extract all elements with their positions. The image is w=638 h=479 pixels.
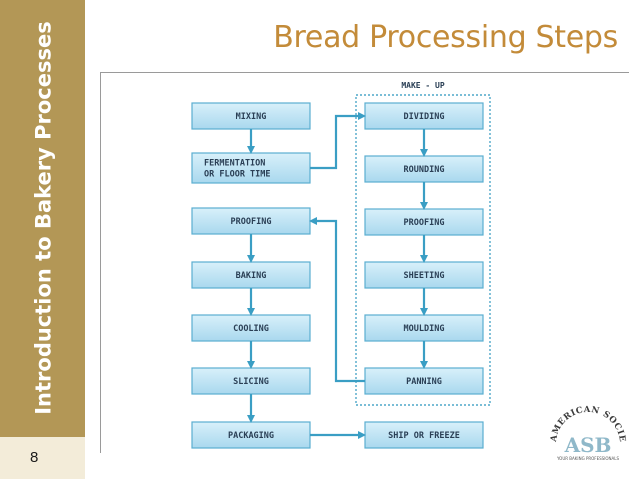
left-step-7: PACKAGING: [191, 421, 311, 449]
asb-logo: AMERICAN SOCIETY OF BAKING ASB YOUR BAKI…: [544, 392, 626, 461]
right-step-3: PROOFING: [364, 208, 484, 236]
left-step-5-label: COOLING: [233, 324, 269, 334]
left-step-7-box: [191, 421, 311, 449]
right-step-6-label: PANNING: [406, 377, 442, 387]
right-step-4-label: SHEETING: [404, 271, 445, 281]
right-step-5-label: MOULDING: [404, 324, 445, 334]
arrow-fermentation-dividing: [310, 112, 366, 170]
page-title: Bread Processing Steps: [273, 20, 618, 55]
left-step-7-label: PACKAGING: [228, 431, 274, 441]
right-step-2-label: ROUNDING: [404, 165, 445, 175]
ship-step: SHIP OR FREEZE: [364, 421, 484, 449]
slide-number: 8: [30, 449, 39, 466]
left-step-3-label: PROOFING: [231, 217, 272, 227]
right-step-5-box: [364, 314, 484, 342]
ship-step-box: [364, 421, 484, 449]
left-step-6: SLICING: [191, 367, 311, 395]
left-step-5: COOLING: [191, 314, 311, 342]
right-step-1-label: DIVIDING: [404, 112, 445, 122]
left-step-1-box: [191, 102, 311, 130]
right-step-4: SHEETING: [364, 261, 484, 289]
right-step-2: ROUNDING: [364, 155, 484, 183]
right-step-5: MOULDING: [364, 314, 484, 342]
right-step-6: PANNING: [364, 367, 484, 395]
logo-tagline: YOUR BAKING PROFESSIONALS: [556, 456, 620, 461]
makeup-region: [355, 94, 491, 406]
makeup-label: MAKE - UP: [401, 81, 445, 90]
arrow-panning-proofing: [309, 217, 365, 383]
left-step-4: BAKING: [191, 261, 311, 289]
left-step-3-box: [191, 207, 311, 235]
left-step-6-box: [191, 367, 311, 395]
left-step-1: MIXING: [191, 102, 311, 130]
right-step-3-box: [364, 208, 484, 236]
logo-initials: ASB: [564, 433, 612, 457]
left-step-6-label: SLICING: [233, 377, 269, 387]
left-step-1-label: MIXING: [236, 112, 267, 122]
left-step-4-label: BAKING: [236, 271, 267, 281]
ship-step-label: SHIP OR FREEZE: [388, 431, 460, 441]
right-step-1-box: [364, 102, 484, 130]
right-step-3-label: PROOFING: [404, 218, 445, 228]
left-step-2-label: FERMENTATION: [204, 159, 265, 169]
diagram-frame: [100, 72, 629, 453]
left-step-3: PROOFING: [191, 207, 311, 235]
sidebar-strip: [0, 0, 85, 437]
right-step-4-box: [364, 261, 484, 289]
left-step-2-label: OR FLOOR TIME: [204, 170, 271, 180]
right-step-1: DIVIDING: [364, 102, 484, 130]
